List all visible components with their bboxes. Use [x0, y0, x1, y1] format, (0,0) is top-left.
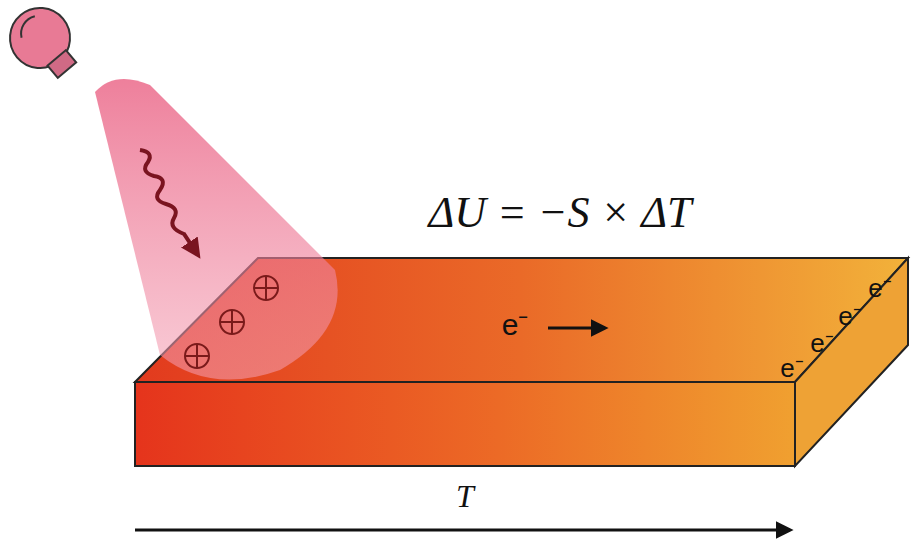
temperature-axis — [135, 529, 790, 532]
electron-label: e⁻ — [810, 330, 833, 356]
formula: ΔU = −S × ΔT — [429, 191, 692, 235]
lamp — [0, 0, 90, 89]
axis-label: T — [456, 480, 474, 512]
hole-symbols — [185, 276, 278, 368]
electron-label: e⁻ — [838, 303, 861, 329]
electron-label: e⁻ — [780, 355, 803, 381]
electron-label: e⁻ — [868, 275, 891, 301]
photon-wave — [140, 150, 196, 252]
electron-label: e⁻ — [502, 310, 529, 340]
light-cone — [95, 79, 338, 380]
drift-arrow — [548, 327, 605, 330]
